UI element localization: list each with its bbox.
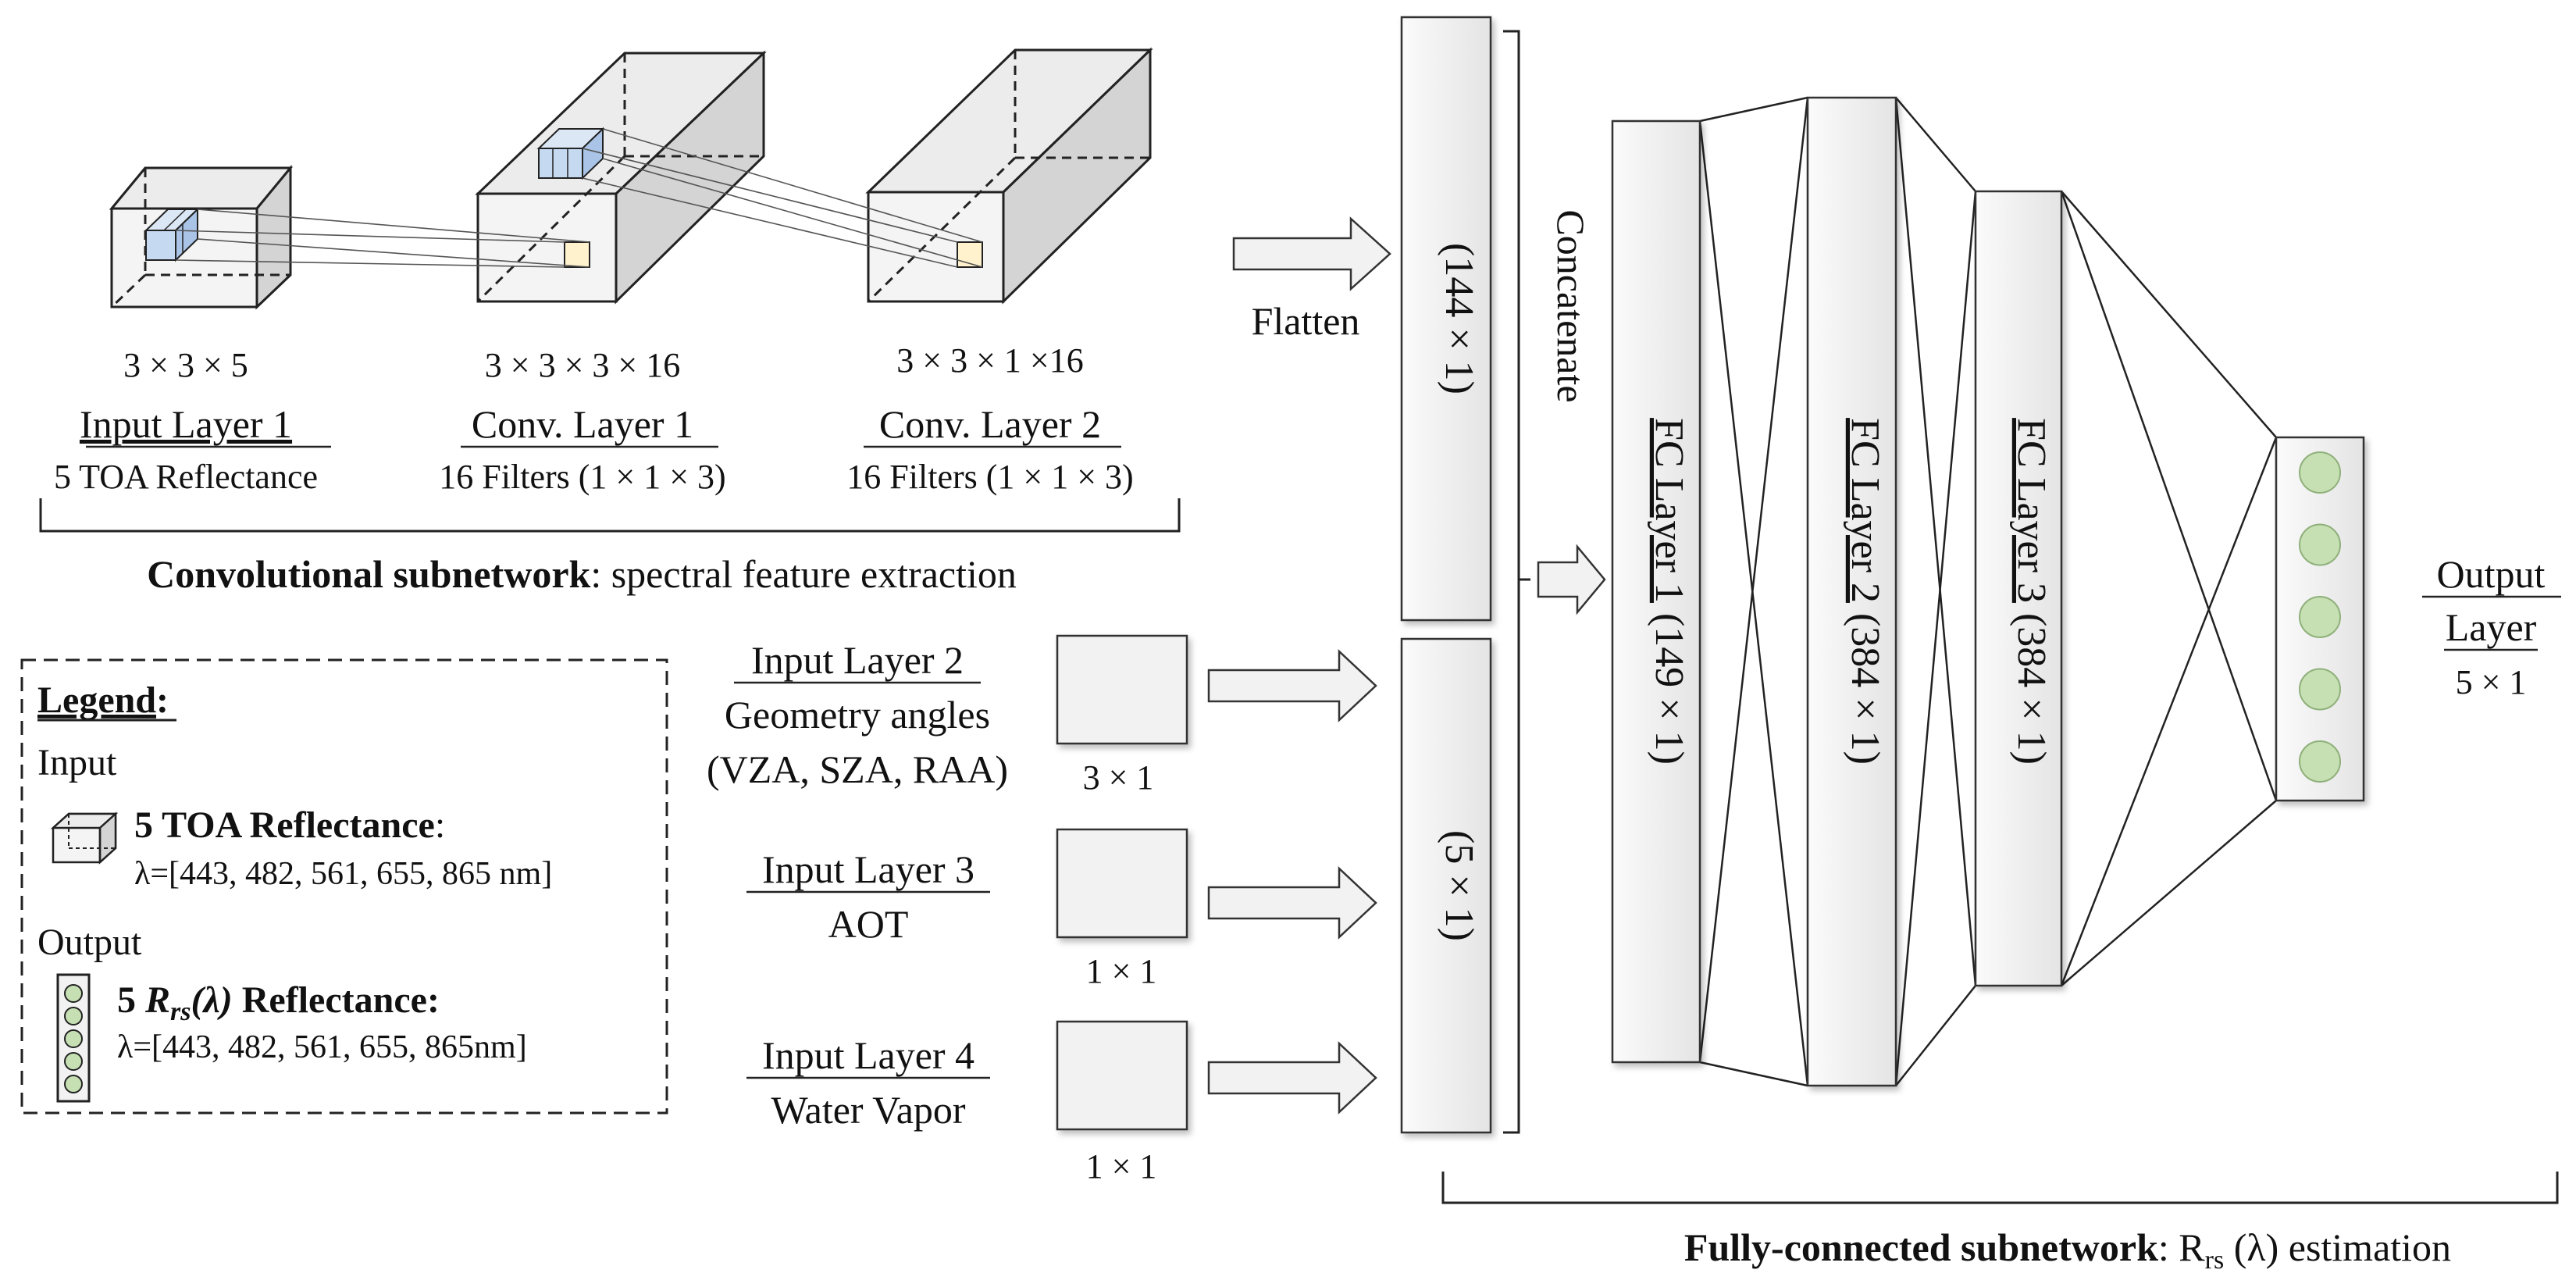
fc-layer3-title: FC Layer 3 (2009, 418, 2054, 603)
fc-subnet-caption-rest: : R (2158, 1225, 2205, 1269)
conv-subnet-bracket (39, 498, 1181, 533)
concat-bracket (1503, 30, 1530, 1134)
conv-layer1-title: Conv. Layer 1 (472, 402, 693, 446)
kernel-projection-lines (175, 128, 983, 268)
legend-input-cube-icon (50, 811, 119, 865)
conv-layer1-output-cell (564, 241, 590, 268)
output-node (2299, 596, 2341, 638)
fc-subnet-bracket (1441, 1172, 2559, 1204)
legend-input-name: 5 TOA Reflectance: (134, 804, 445, 846)
input-layer3-arrow (1207, 866, 1377, 940)
legend-title-colon: : (156, 679, 169, 721)
output-layer-title-line1: Output (2437, 552, 2546, 596)
output-layer-dims: 5 × 1 (2456, 663, 2527, 701)
fc-layer1-label: FC Layer 1 (149 × 1) (1647, 418, 1691, 765)
input-layer2-arrow (1207, 649, 1377, 722)
flatten-arrow (1232, 216, 1391, 291)
legend-output-name-arg: (λ) (191, 979, 232, 1021)
conv-subnet-caption: Convolutional subnetwork: spectral featu… (147, 552, 1017, 596)
input-layer3-dims: 1 × 1 (1086, 952, 1157, 990)
conv-layer1-kernel (536, 127, 605, 180)
legend-output-name-sub: rs (170, 997, 191, 1026)
concatenate-label: Concatenate (1549, 209, 1593, 402)
input-layer3-title: Input Layer 3 (762, 847, 974, 891)
conv-subnet-caption-rest: : spectral feature extraction (590, 552, 1017, 596)
input-layer2-dims: 3 × 1 (1083, 758, 1154, 797)
conv-layer2-desc: 16 Filters (1 × 1 × 3) (846, 458, 1133, 496)
flatten-vector-dims: (144 × 1) (1437, 243, 1481, 394)
input-layer4-dims: 1 × 1 (1086, 1147, 1157, 1186)
fc-subnet-caption-tail: (λ) estimation (2224, 1225, 2451, 1269)
legend-output-name-suffix: Reflectance: (233, 979, 440, 1021)
flatten-vector-box (1400, 16, 1492, 622)
legend-output-name-symbol: R (144, 979, 170, 1021)
fc-connections (1698, 96, 2278, 1087)
input-layer1-title: Input Layer 1 (80, 402, 292, 446)
legend-output-column-icon (56, 973, 91, 1103)
fc-layer2-box (1806, 96, 1897, 1087)
input-layer3-box (1056, 828, 1188, 939)
legend-box (20, 658, 668, 1115)
aux-vector-dims: (5 × 1) (1437, 830, 1481, 941)
legend-input-name-text: 5 TOA Reflectance (134, 804, 435, 846)
fc-layer3-box (1974, 190, 2063, 987)
fc-layer2-dims: (384 × 1) (1843, 613, 1887, 765)
fc-subnet-caption-sub: rs (2205, 1246, 2225, 1275)
aux-vector-box (1400, 637, 1492, 1134)
conv-layer1-desc: 16 Filters (1 × 1 × 3) (439, 458, 725, 496)
concatenate-arrow (1537, 544, 1606, 615)
output-nodes (2299, 451, 2341, 783)
output-layer-title-line2: Layer (2446, 605, 2537, 649)
legend-title-text: Legend (37, 679, 156, 721)
fc-subnet-caption: Fully-connected subnetwork: Rrs (λ) esti… (1684, 1225, 2451, 1275)
legend-output-name: 5 Rrs(λ) Reflectance: (117, 979, 440, 1026)
legend-input-name-colon: : (435, 804, 445, 846)
input-layer2-line2: Geometry angles (725, 693, 990, 737)
output-node (2299, 451, 2341, 494)
input-layer4-line2: Water Vapor (771, 1088, 965, 1132)
legend-output-wavelengths: λ=[443, 482, 561, 655, 865nm] (117, 1029, 527, 1065)
fc-layer3-label: FC Layer 3 (384 × 1) (2009, 418, 2054, 765)
legend-input-heading: Input (37, 742, 117, 783)
fc-layer1-box (1611, 119, 1701, 1064)
fc-layer2-label: FC Layer 2 (384 × 1) (1843, 418, 1887, 765)
fc-subnet-caption-bold: Fully-connected subnetwork (1684, 1225, 2158, 1269)
fc-layer1-title: FC Layer 1 (1647, 418, 1691, 603)
fc-layer2-title: FC Layer 2 (1843, 418, 1887, 603)
conv-subnet-caption-bold: Convolutional subnetwork (147, 552, 590, 596)
input-layer3-line2: AOT (828, 902, 909, 946)
conv-layer2-dims: 3 × 3 × 1 ×16 (896, 341, 1083, 380)
output-node (2299, 668, 2341, 711)
conv-layer1-cube (475, 50, 767, 305)
conv-layer2-title: Conv. Layer 2 (879, 402, 1101, 446)
input-layer4-box (1056, 1020, 1188, 1131)
input-layer4-arrow (1207, 1041, 1377, 1115)
input-layer1-kernel (144, 207, 200, 262)
fc-layer3-dims: (384 × 1) (2009, 613, 2054, 765)
legend-input-wavelengths: λ=[443, 482, 561, 655, 865 nm] (134, 856, 552, 892)
legend-title: Legend: (37, 679, 169, 721)
input-layer1-cube (109, 164, 294, 310)
input-layer4-title: Input Layer 4 (762, 1033, 974, 1077)
legend-output-heading: Output (37, 922, 142, 963)
output-node (2299, 523, 2341, 566)
input-layer1-desc: 5 TOA Reflectance (54, 458, 318, 496)
input-layer2-title: Input Layer 2 (751, 638, 964, 682)
fc-layer1-dims: (149 × 1) (1647, 613, 1691, 765)
flatten-label: Flatten (1252, 299, 1360, 343)
legend-output-name-prefix: 5 (117, 979, 145, 1021)
input-layer2-box (1056, 634, 1188, 745)
conv-layer2-cube (865, 47, 1153, 305)
input-layer2-line3: (VZA, SZA, RAA) (707, 747, 1008, 791)
input-layer1-dims: 3 × 3 × 5 (123, 346, 248, 384)
output-node (2299, 740, 2341, 783)
conv-layer1-dims: 3 × 3 × 3 × 16 (485, 346, 680, 384)
